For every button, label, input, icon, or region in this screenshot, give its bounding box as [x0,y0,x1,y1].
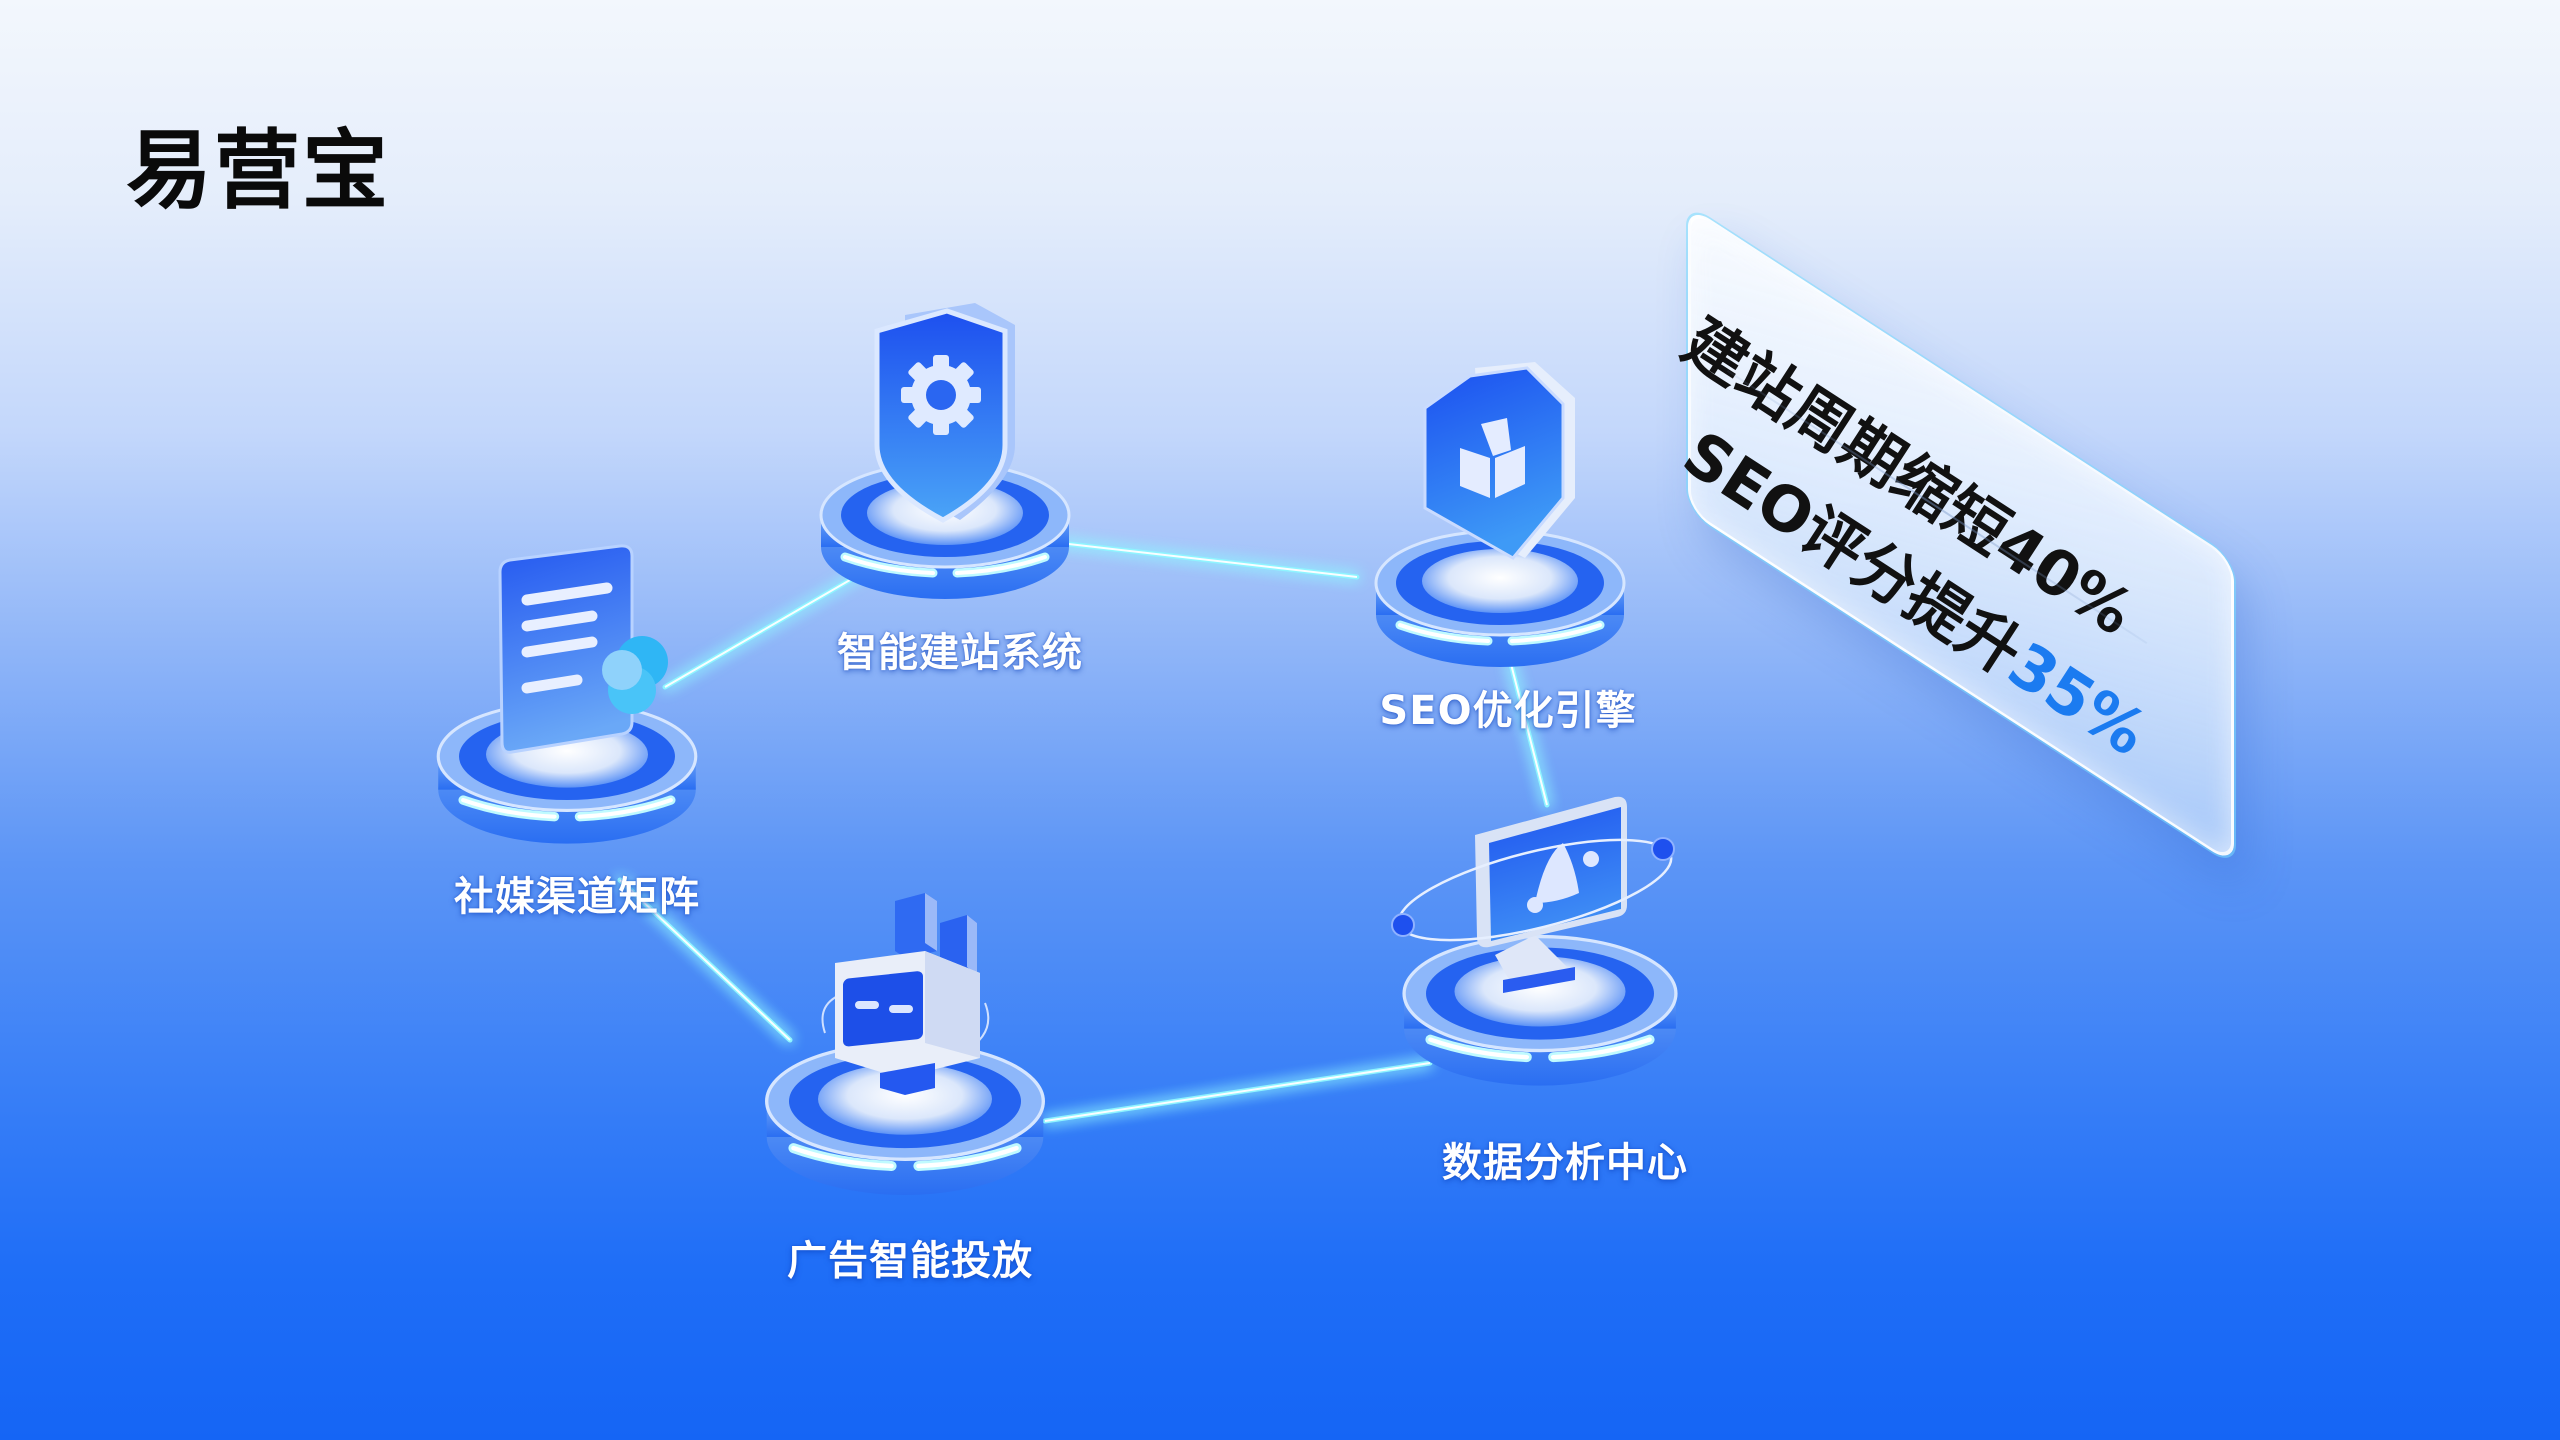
node-label: 智能建站系统 [837,630,1083,676]
stats-card: 建站周期缩短40% SEO评分提升35% [1671,205,2234,866]
node-label: SEO优化引擎 [1379,688,1637,734]
link-ad-to-data [1042,1060,1433,1124]
shield-gear-icon [874,303,1015,523]
platform-base [1374,529,1626,667]
node-label: 数据分析中心 [1442,1140,1688,1186]
monitor-crown-icon [1391,796,1675,993]
robot-icon [821,893,990,1095]
platform-base [1402,934,1678,1086]
document-users-icon [498,544,668,754]
link-site-to-seo [1057,540,1360,580]
hexagon-box-icon [1423,362,1575,560]
node-label: 广告智能投放 [787,1238,1033,1284]
platform-base [765,1041,1045,1195]
node-label: 社媒渠道矩阵 [454,874,700,920]
page-title: 易营宝 [126,121,390,221]
